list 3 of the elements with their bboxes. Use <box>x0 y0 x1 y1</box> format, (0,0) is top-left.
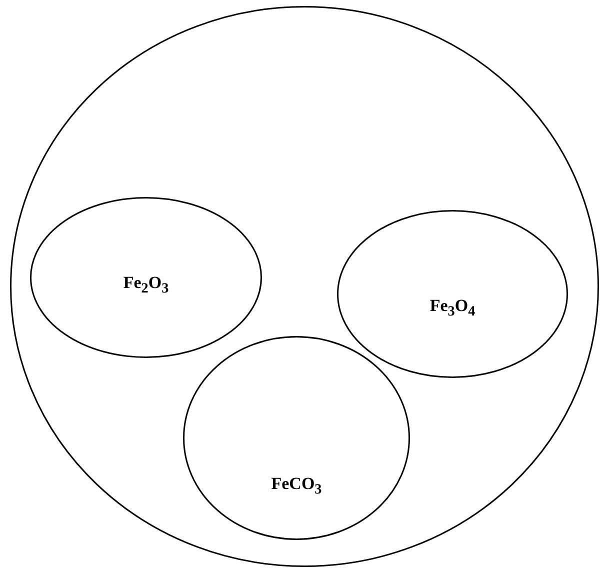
formula-label: FeCO$_{3}$ <box>271 474 322 498</box>
formula-label: Fe$_{3}$O$_{4}$ <box>430 296 476 321</box>
formula-label: Fe$_{2}$O$_{3}$ <box>123 272 169 298</box>
